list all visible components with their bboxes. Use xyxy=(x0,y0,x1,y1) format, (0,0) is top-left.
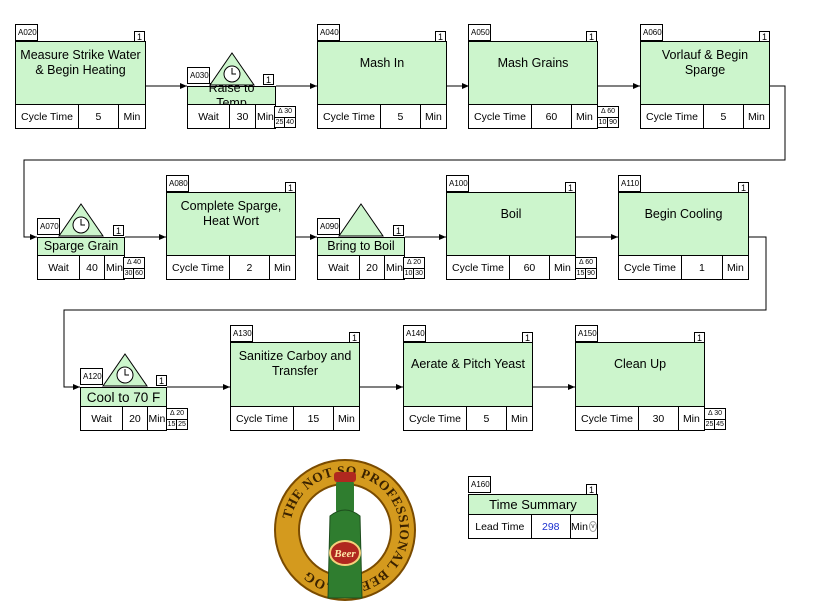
metric-value: 60 xyxy=(510,256,550,279)
clock-icon xyxy=(58,203,104,237)
metric-value: 20 xyxy=(123,407,148,430)
metric-label: Wait xyxy=(81,407,124,430)
activity-qty: 1 xyxy=(156,375,167,386)
metric-unit: Min xyxy=(424,110,442,123)
range-box: Δ 60 10 90 xyxy=(597,106,619,128)
metric-label: Cycle Time xyxy=(641,105,705,128)
metric-value: 2 xyxy=(230,256,270,279)
activity-title: Bring to Boil xyxy=(317,237,405,256)
activity-qty: 1 xyxy=(393,225,404,236)
metric-label: Cycle Time xyxy=(447,256,511,279)
metric-label: Cycle Time xyxy=(619,256,683,279)
metric-value: 40 xyxy=(80,256,105,279)
metric-unit: Min xyxy=(726,261,744,274)
metric-unit: Min xyxy=(105,261,123,274)
activity-title: Clean Up xyxy=(575,342,705,407)
metric-unit: Min xyxy=(256,110,274,123)
metric-unit: Min xyxy=(682,412,700,425)
lead-time-unit: Min xyxy=(571,520,588,533)
activity-code: A120 xyxy=(80,368,103,385)
metric-unit: Min xyxy=(123,110,141,123)
activity-title: Sanitize Carboy and Transfer xyxy=(230,342,360,407)
clock-icon xyxy=(338,203,384,237)
beer-blog-logo: THE NOT SO PROFESSIONAL BEER BLOG Beer xyxy=(274,459,416,601)
metric-value: 5 xyxy=(467,407,507,430)
dropdown-check-icon[interactable]: ∨ xyxy=(588,521,597,532)
activity-code: A090 xyxy=(317,218,340,235)
range-box: Δ 60 15 90 xyxy=(575,257,597,279)
metric-value: 5 xyxy=(79,105,119,128)
metric-unit: Min xyxy=(553,261,571,274)
metric-value: 5 xyxy=(704,105,744,128)
activity-title: Complete Sparge, Heat Wort xyxy=(166,192,296,256)
metric-label: Cycle Time xyxy=(318,105,382,128)
activity-title: Mash In xyxy=(317,41,447,105)
metric-unit: Min xyxy=(273,261,291,274)
activity-code: A150 xyxy=(575,325,598,342)
logo-label: Beer xyxy=(333,548,356,560)
metric-label: Cycle Time xyxy=(167,256,231,279)
range-box: Δ 20 15 25 xyxy=(166,408,188,430)
activity-title: Vorlauf & Begin Sparge xyxy=(640,41,770,105)
clock-icon xyxy=(209,52,255,86)
activity-qty: 1 xyxy=(113,225,124,236)
metric-value: 15 xyxy=(294,407,334,430)
activity-code: A050 xyxy=(468,24,491,41)
metric-label: Cycle Time xyxy=(469,105,533,128)
metric-unit: Min xyxy=(747,110,765,123)
activity-code: A020 xyxy=(15,24,38,41)
metric-value: 1 xyxy=(682,256,723,279)
range-box: Δ 30 25 45 xyxy=(704,408,726,430)
activity-code: A070 xyxy=(37,218,60,235)
activity-code: A140 xyxy=(403,325,426,342)
activity-code: A040 xyxy=(317,24,340,41)
activity-code: A130 xyxy=(230,325,253,342)
summary-title: Time Summary xyxy=(468,494,598,515)
metric-label: Wait xyxy=(38,256,81,279)
metric-value: 60 xyxy=(532,105,572,128)
activity-code: A080 xyxy=(166,175,189,192)
lead-time-value: 298 xyxy=(532,515,571,538)
activity-title: Begin Cooling xyxy=(618,192,749,256)
metric-label: Wait xyxy=(318,256,361,279)
metric-value: 30 xyxy=(639,407,679,430)
activity-title: Mash Grains xyxy=(468,41,598,105)
activity-title: Measure Strike Water & Begin Heating xyxy=(15,41,146,105)
lead-time-label: Lead Time xyxy=(469,515,532,538)
activity-title: Cool to 70 F xyxy=(80,387,167,407)
metric-unit: Min xyxy=(575,110,593,123)
metric-label: Wait xyxy=(188,105,231,128)
clock-icon xyxy=(102,353,148,387)
range-box: Δ 20 10 30 xyxy=(403,257,425,279)
metric-label: Cycle Time xyxy=(231,407,295,430)
activity-title: Raise to Temp xyxy=(187,81,276,110)
metric-unit: Min xyxy=(148,412,166,425)
metric-value: 5 xyxy=(381,105,421,128)
summary-code: A160 xyxy=(468,476,491,493)
connector-a110-a120 xyxy=(63,236,767,390)
metric-unit: Min xyxy=(337,412,355,425)
connector-a060-a070 xyxy=(23,85,786,240)
activity-qty: 1 xyxy=(263,74,274,85)
metric-label: Cycle Time xyxy=(16,105,80,128)
metric-unit: Min xyxy=(385,261,403,274)
activity-code: A060 xyxy=(640,24,663,41)
activity-code: A100 xyxy=(446,175,469,192)
metric-value: 20 xyxy=(360,256,385,279)
activity-code: A110 xyxy=(618,175,641,192)
activity-title: Sparge Grain xyxy=(37,237,125,256)
activity-title: Boil xyxy=(446,192,576,256)
activity-title: Aerate & Pitch Yeast xyxy=(403,342,533,407)
metric-unit: Min xyxy=(510,412,528,425)
activity-code: A030 xyxy=(187,67,210,84)
range-box: Δ 30 25 40 xyxy=(274,106,296,128)
metric-label: Cycle Time xyxy=(404,407,468,430)
range-box: Δ 40 30 60 xyxy=(123,257,145,279)
metric-label: Cycle Time xyxy=(576,407,640,430)
metric-value: 30 xyxy=(230,105,256,128)
